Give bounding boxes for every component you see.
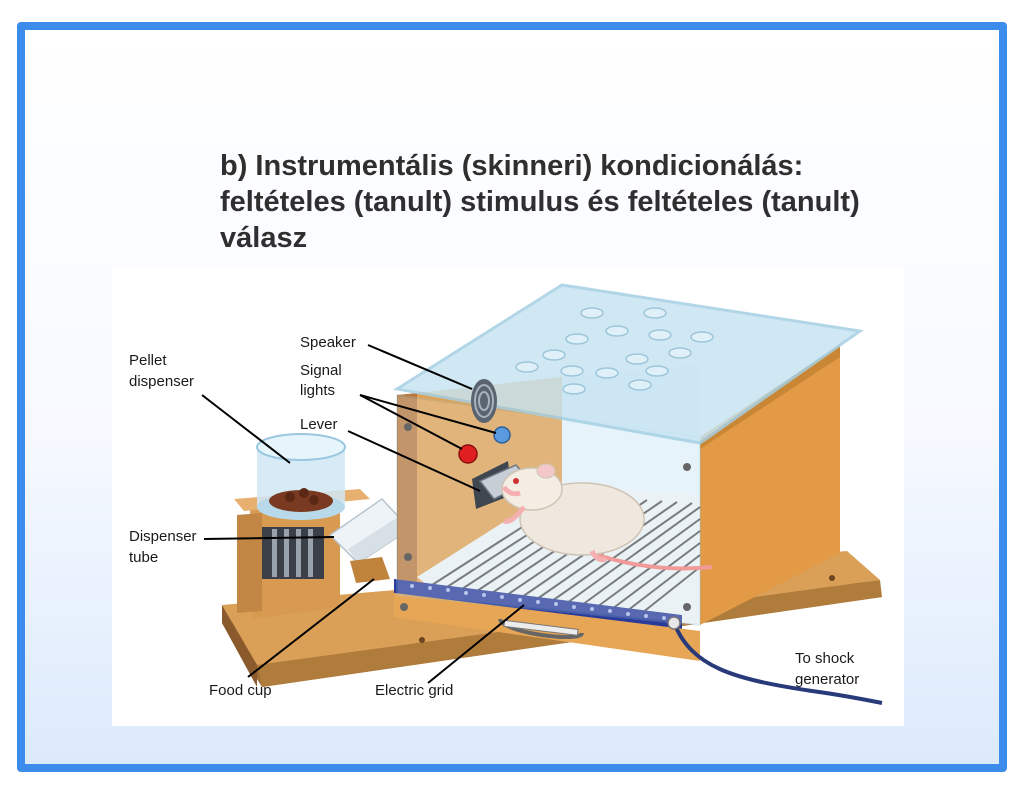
signal-light-blue xyxy=(493,426,511,444)
label-dispenser-tube-1: Dispenser xyxy=(129,528,197,545)
label-food-cup: Food cup xyxy=(209,682,272,699)
signal-light-red xyxy=(458,444,478,464)
label-dispenser-tube-2: tube xyxy=(129,549,158,566)
skinner-box-diagram: Speaker Signal lights Lever Pellet dispe… xyxy=(112,267,904,726)
label-pellet-dispenser-1: Pellet xyxy=(129,352,167,369)
label-electric-grid: Electric grid xyxy=(375,682,453,699)
title-line-2: feltételes (tanult) stimulus és feltétel… xyxy=(220,186,860,218)
label-speaker: Speaker xyxy=(300,334,356,351)
slide-title: b) Instrumentális (skinneri) kondicionál… xyxy=(220,148,940,256)
title-line-3: válasz xyxy=(220,222,308,254)
speaker xyxy=(471,379,497,423)
food-cup xyxy=(350,557,390,583)
title-line-1: b) Instrumentális (skinneri) kondicionál… xyxy=(220,150,804,182)
label-shock-generator-1: To shock xyxy=(795,650,855,667)
shock-cable xyxy=(672,622,883,705)
label-pellet-dispenser-2: dispenser xyxy=(129,373,194,390)
label-signal-lights-1: Signal xyxy=(300,362,342,379)
label-signal-lights-2: lights xyxy=(300,382,335,399)
label-lever: Lever xyxy=(300,416,338,433)
rat xyxy=(501,463,713,571)
label-shock-generator-2: generator xyxy=(795,671,859,688)
leader-lines xyxy=(201,344,525,684)
